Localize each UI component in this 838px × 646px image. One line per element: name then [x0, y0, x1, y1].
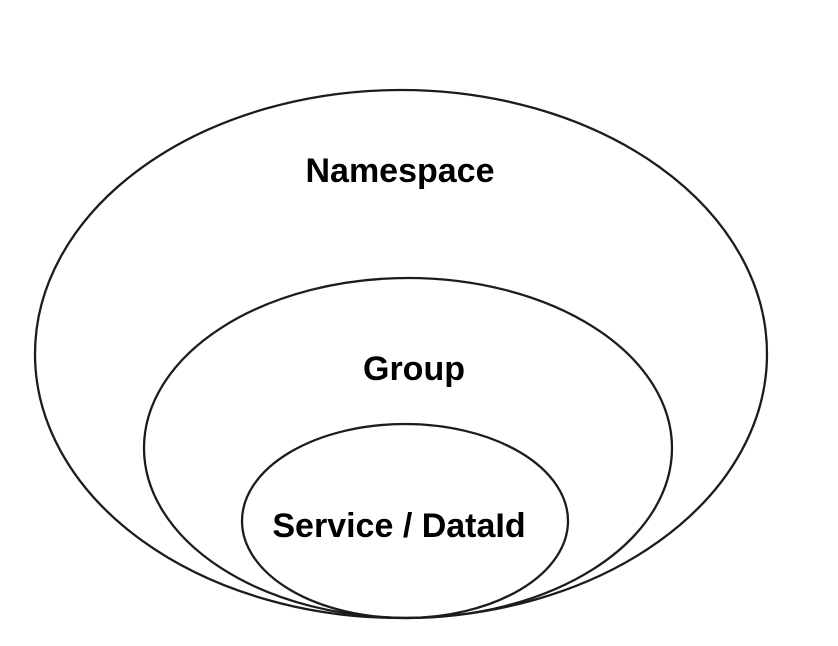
service-dataid-ellipse	[240, 422, 570, 620]
service-dataid-label: Service / DataId	[272, 507, 525, 545]
group-ellipse	[142, 276, 674, 620]
group-label: Group	[363, 350, 465, 388]
namespace-label: Namespace	[305, 152, 494, 190]
